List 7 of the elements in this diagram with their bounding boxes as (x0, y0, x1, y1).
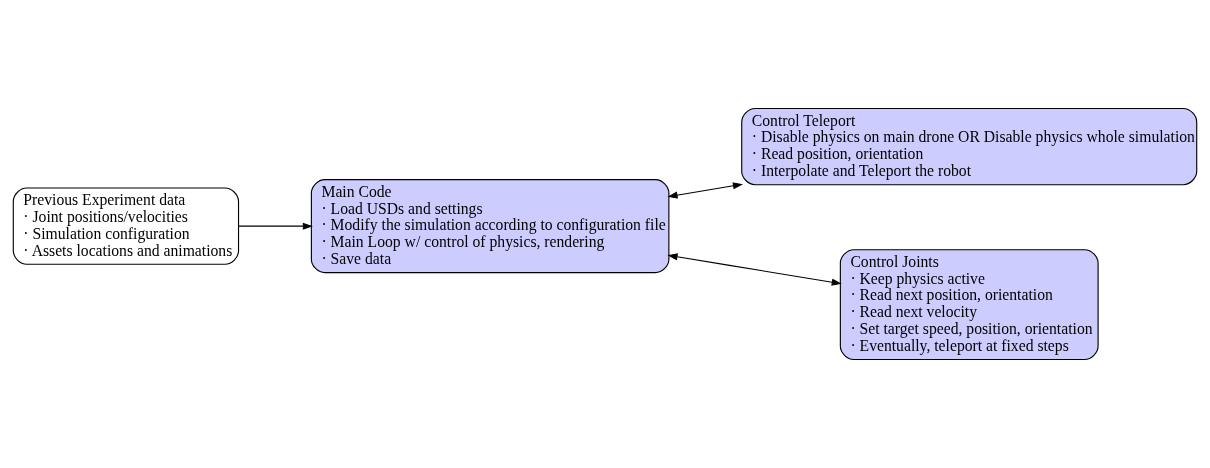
arrow (667, 182, 743, 199)
arrow (667, 253, 842, 286)
node-box: Main Code · Load USDs and settings · Modify the simulation according to configuration file · Main Loop w/ control of physics, rendering · Save data (310, 179, 670, 274)
node-box: Control Teleport · Disable physics on main drone OR Disable physics whole simulation · Read position, orientation · Interpolate and Teleport the robot (741, 107, 1198, 186)
node-box: Control Joints · Keep physics active · Read next position, orientation · Read next velocity · Set target speed, position, orientation · Eventually, teleport at fixed steps (839, 249, 1099, 361)
node-box: Previous Experiment data · Joint positions/velocities · Simulation configuration · Assets locations and animations (12, 187, 240, 265)
arrow (238, 222, 313, 230)
